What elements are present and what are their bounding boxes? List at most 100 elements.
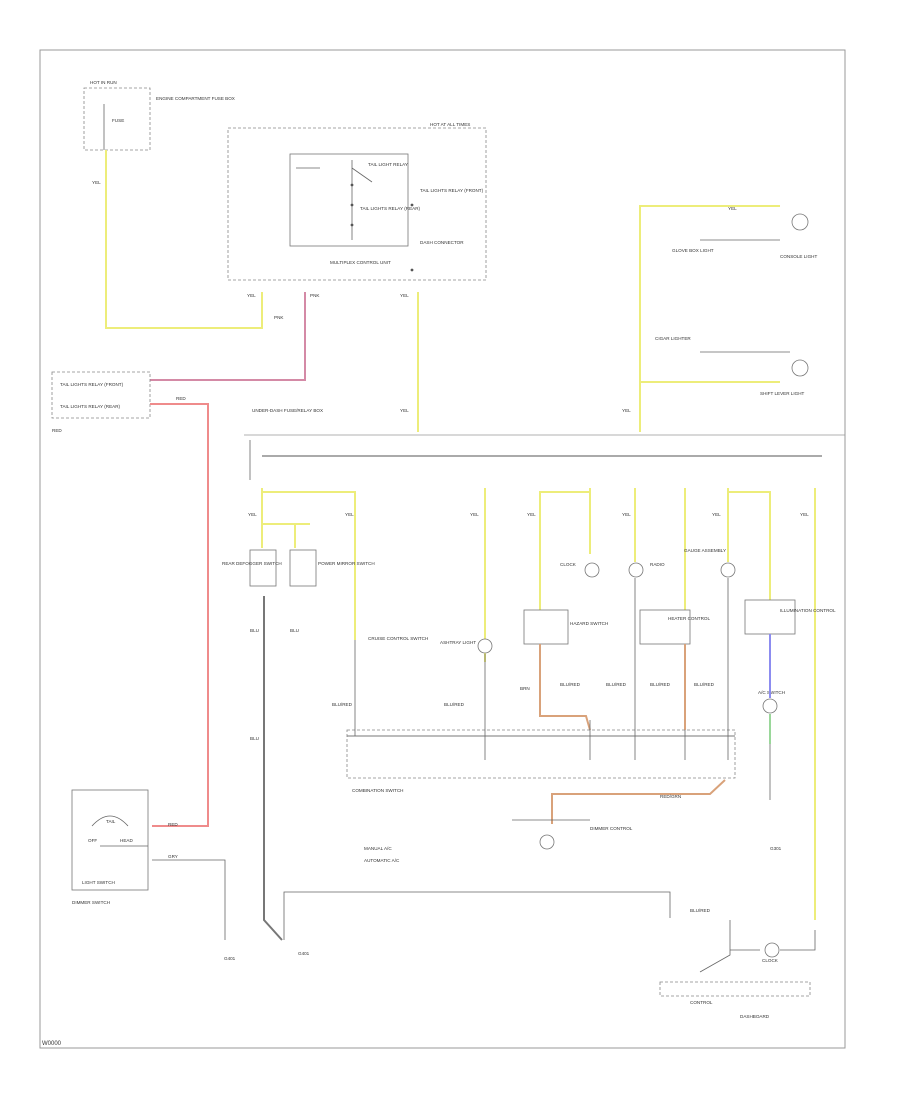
wire-label-yel-7: YEL (248, 512, 257, 517)
rheostat-label: DIMMER CONTROL (590, 826, 633, 831)
control-bulb (764, 942, 780, 958)
heater-control (639, 609, 691, 645)
light-switch-label: LIGHT SWITCH (82, 880, 115, 885)
wire-label-yel-11: YEL (622, 512, 631, 517)
wire-label-yel-2: YEL (247, 293, 256, 298)
rheostat (539, 834, 555, 850)
fuse-label: FUSE (112, 118, 124, 123)
wire-label-red-1: RED (52, 428, 62, 433)
connector-drops (354, 578, 729, 760)
combination-switch-label: COMBINATION SWITCH (352, 788, 403, 793)
control-box (659, 981, 811, 997)
ash-bulb (477, 638, 493, 654)
wire-label-red-2: RED (176, 396, 186, 401)
clock-label-bottom: CLOCK (762, 958, 779, 963)
wire-yel-col-2 (539, 488, 591, 610)
hot-in-run-label: HOT IN RUN (90, 80, 117, 85)
multiplex-box (227, 127, 487, 281)
wire-label-blu-2: BLU (290, 628, 299, 633)
light-switch-box (71, 789, 149, 891)
console-label: CONSOLE LIGHT (780, 254, 817, 259)
wire-label-yel-5: YEL (728, 206, 737, 211)
wire-label-blured-6: BLU/RED (694, 682, 715, 687)
under-dash-label: UNDER-DASH FUSE/RELAY BOX (252, 408, 323, 413)
wire-label-yel-6: YEL (622, 408, 631, 413)
radio-bulb (628, 562, 644, 578)
taillight-relay-front: TAIL LIGHTS RELAY (FRONT) (60, 382, 124, 387)
ground-left-label: G401 (224, 956, 236, 961)
wire-label-red-3: RED (168, 822, 178, 827)
cigar-light-label: CIGAR LIGHTER (655, 336, 691, 341)
wire-label-yel-13: YEL (800, 512, 809, 517)
wire-label-blu-3: BLU (250, 736, 259, 741)
clock-label: CLOCK (560, 562, 577, 567)
dash-connector-box (346, 729, 736, 779)
diagram-code: W0000 (42, 1041, 62, 1047)
hot-at-all-label: HOT AT ALL TIMES (430, 122, 470, 127)
wire-label-blured-5: BLU/RED (650, 682, 671, 687)
cruise-label: CRUISE CONTROL SWITCH (368, 636, 428, 641)
wire-label-blured-3: BLU/RED (560, 682, 581, 687)
heater-label: HEATER CONTROL (668, 616, 710, 621)
control-label: CONTROL (690, 1000, 713, 1005)
control-switch (699, 920, 760, 973)
hvac-bulb (762, 698, 778, 714)
fuse-hot-box (83, 87, 151, 151)
wire-yel-right-top (639, 205, 780, 432)
wire-label-yel-1: YEL (92, 180, 101, 185)
switch-tail-label: TAIL (106, 819, 116, 824)
control-bulb-wire (780, 930, 816, 951)
bulb-1 (791, 213, 809, 231)
wire-label-brn-1: BRN (520, 686, 530, 691)
taillight-relay-box (51, 371, 151, 419)
hazard-label: HAZARD SWITCH (570, 621, 608, 626)
defog-label: REAR DEFOGGER SWITCH (222, 561, 282, 566)
taillight-rear-label: TAIL LIGHTS RELAY (REAR) (360, 206, 421, 211)
hvac-label: A/C SWITCH (758, 690, 785, 695)
wire-label-blured-2: BLU/RED (444, 702, 465, 707)
shift-label: SHIFT LEVER LIGHT (760, 391, 805, 396)
multiplex-label: MULTIPLEX CONTROL UNIT (330, 260, 391, 265)
mirror-label: POWER MIRROR SWITCH (318, 561, 375, 566)
wire-label-blu-1: BLU (250, 628, 259, 633)
illum-label: ILLUMINATION CONTROL (780, 608, 836, 613)
wire-label-yel-4: YEL (400, 408, 409, 413)
tail-relay-label: TAIL LIGHT RELAY (368, 162, 408, 167)
light-switch-gnd-wire (152, 859, 226, 940)
switch-head-label: HEAD (120, 838, 133, 843)
wire-label-yel-3: YEL (400, 293, 409, 298)
switch-off-label: OFF (88, 838, 97, 843)
dimmer-switch-label: DIMMER SWITCH (72, 900, 110, 905)
illum-control (744, 599, 796, 635)
wire-label-yel-10: YEL (527, 512, 536, 517)
wire-red-left (150, 403, 209, 827)
wire-yel-left-group (261, 488, 356, 640)
wire-pnk-top (150, 292, 306, 381)
defog-switch (249, 549, 277, 587)
wire-label-blured-4: BLU/RED (606, 682, 627, 687)
light-switch-lever (91, 815, 148, 847)
meter-label: GAUGE ASSEMBLY (684, 548, 726, 553)
option-auto: AUTOMATIC A/C (364, 858, 400, 863)
mirror-switch (289, 549, 317, 587)
wire-label-gry-1: GRY (168, 854, 178, 859)
wire-label-yel-9: YEL (470, 512, 479, 517)
wire-label-pnk-2: PNK (310, 293, 320, 298)
option-manual: MANUAL A/C (364, 846, 392, 851)
ash-light-label: ASHTRAY LIGHT (440, 640, 476, 645)
wire-label-blured-7: BLU/RED (690, 908, 711, 913)
diagram-frame (39, 49, 846, 1049)
tail-relay-box (289, 153, 409, 247)
taillight-front-label: TAIL LIGHTS RELAY (FRONT) (420, 188, 484, 193)
dashboard-label: DASHBOARD (740, 1014, 770, 1019)
wire-yel-top-left (105, 150, 263, 329)
ground-label: G401 (298, 951, 310, 956)
clock-bulb (584, 562, 600, 578)
glove-light-label: GLOVE BOX LIGHT (672, 248, 714, 253)
wire-gry-main (263, 596, 283, 941)
bulb-2 (791, 359, 809, 377)
fuse-block-label: ENGINE COMPARTMENT FUSE BOX (156, 96, 235, 101)
wire-label-blured-1: BLU/RED (332, 702, 353, 707)
hazard-switch (523, 609, 569, 645)
